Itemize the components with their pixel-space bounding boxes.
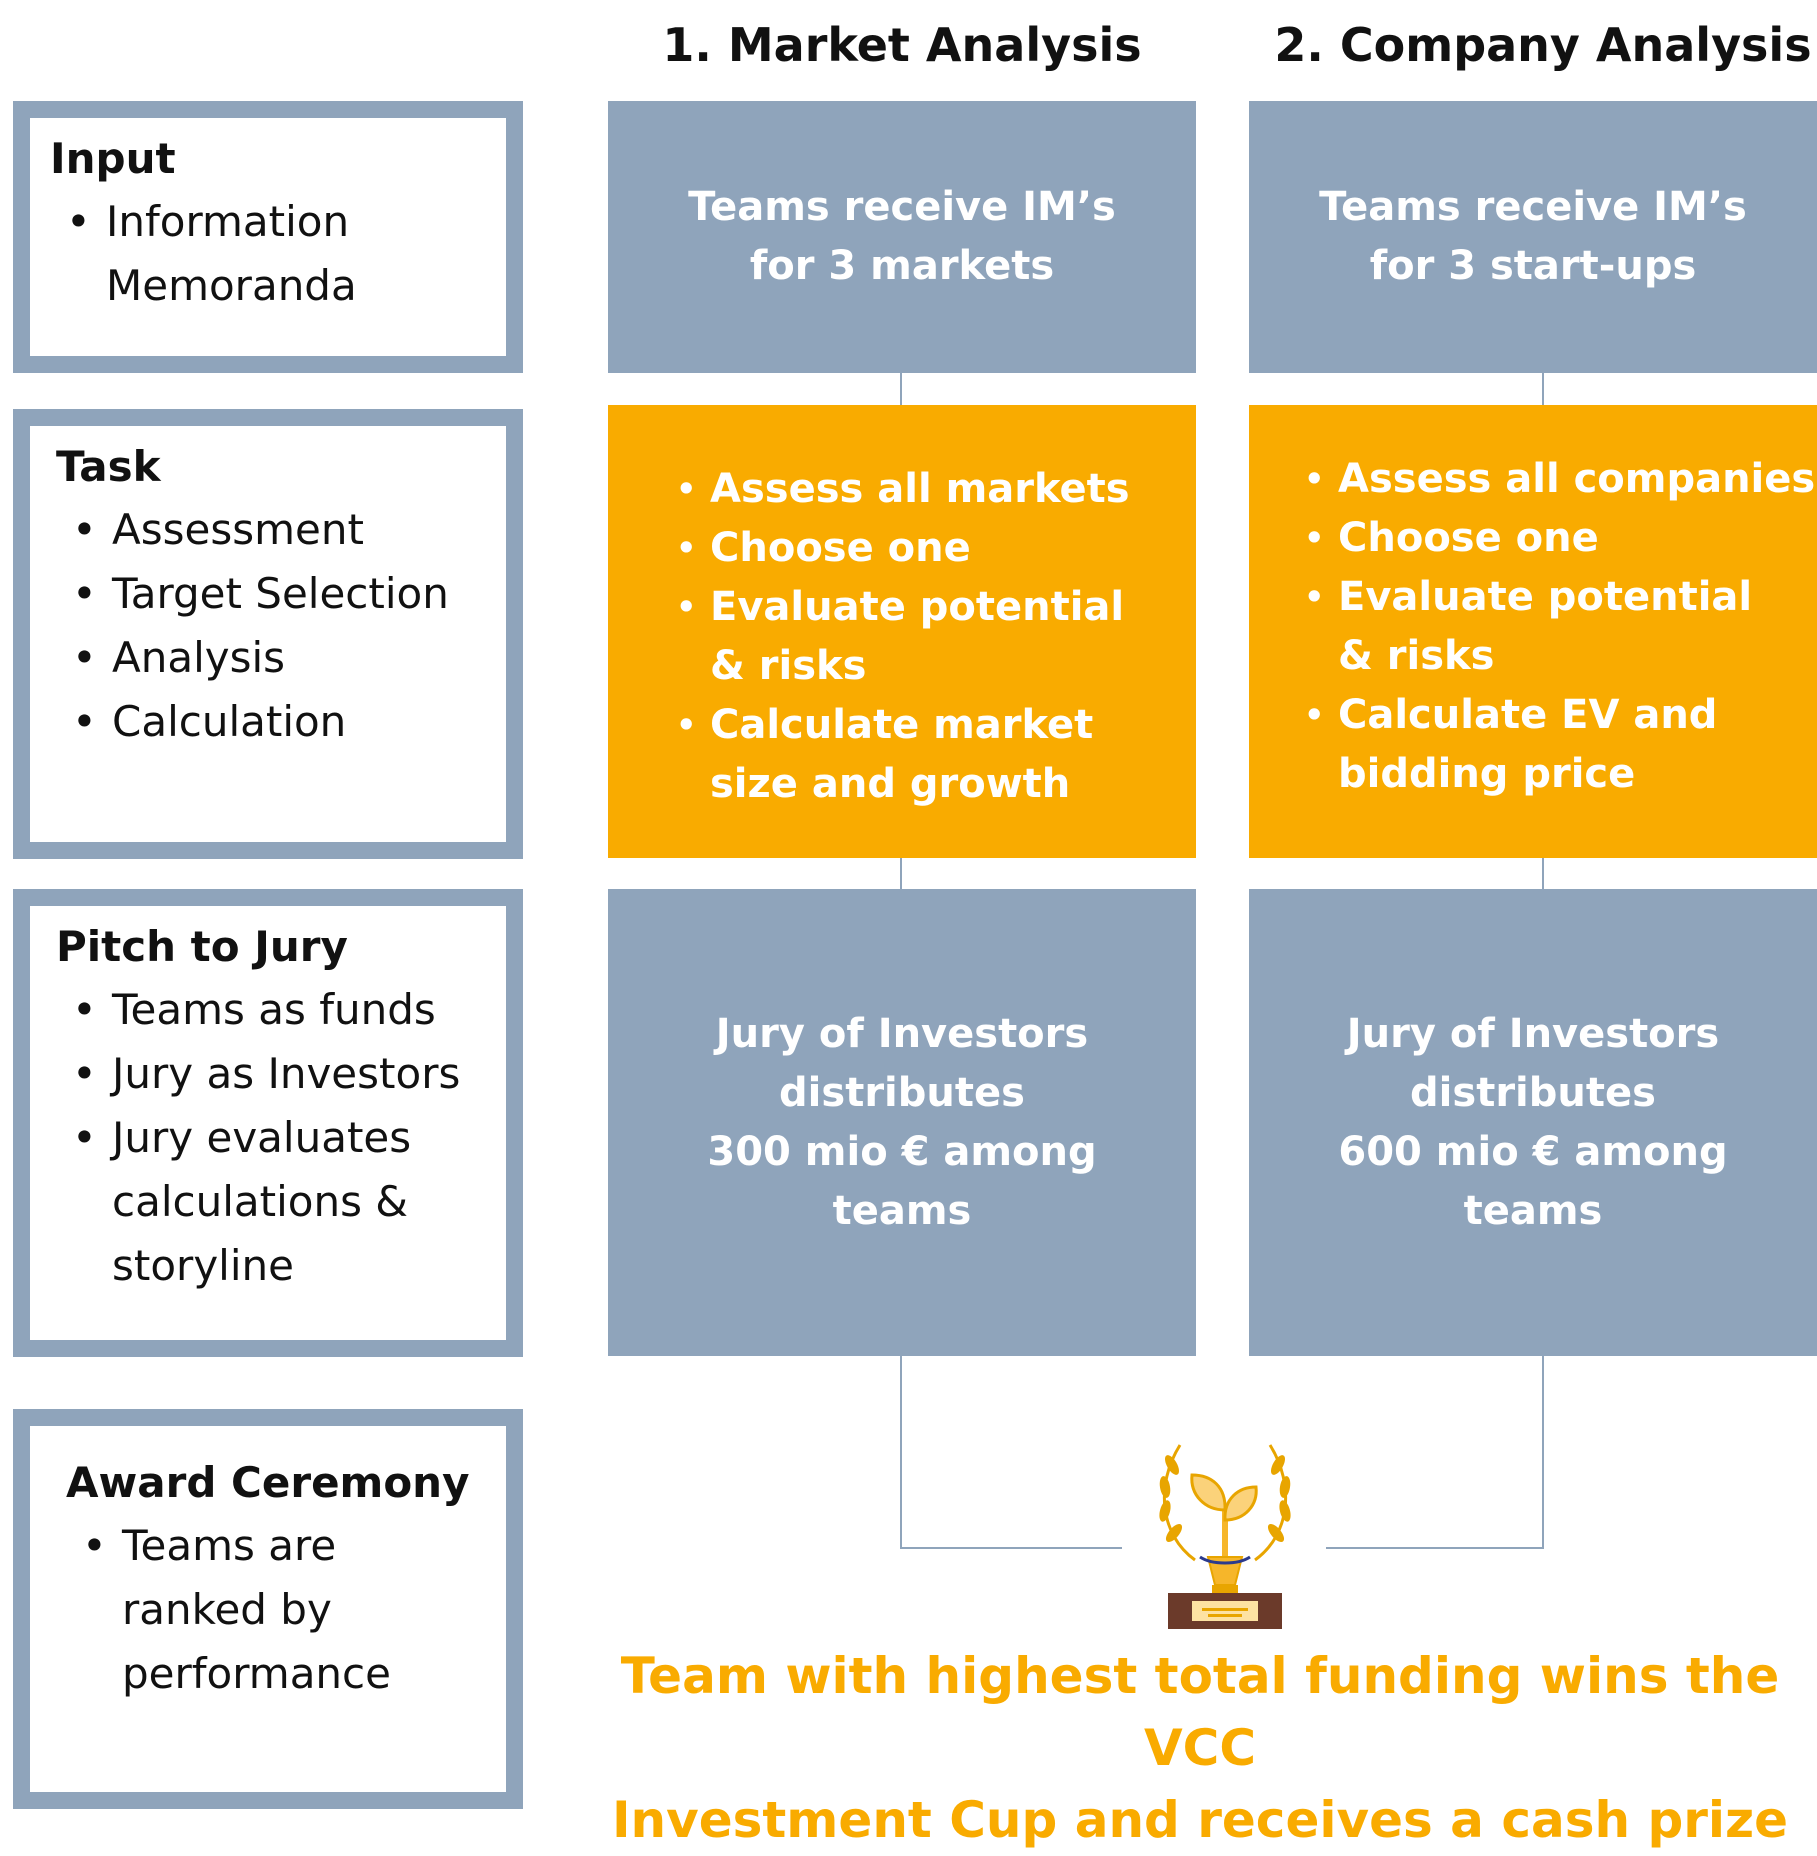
connector-market-2 <box>900 858 902 890</box>
company-task-list: Assess all companies Choose one Evaluate… <box>1249 450 1817 804</box>
stage-task-list: Assessment Target Selection Analysis Cal… <box>56 498 486 754</box>
footer-line-1: Team with highest total funding wins the… <box>620 1647 1780 1777</box>
card-line: Teams receive IM’s <box>688 184 1116 230</box>
card-line: Jury of Investors <box>715 1010 1089 1057</box>
stage-input-title: Input <box>50 134 176 183</box>
company-input-card: Teams receive IM’s for 3 start-ups <box>1249 101 1817 373</box>
card-line: distributes <box>1410 1069 1656 1116</box>
company-pitch-card: Jury of Investors distributes 600 mio € … <box>1249 889 1817 1356</box>
column-heading-market: 1. Market Analysis <box>662 18 1142 72</box>
market-task-card: Assess all markets Choose one Evaluate p… <box>608 405 1196 858</box>
list-item: Choose one <box>676 519 1196 578</box>
stage-award-title: Award Ceremony <box>66 1458 470 1507</box>
connector-market-to-trophy <box>900 1547 1122 1549</box>
list-item: Assess all markets <box>676 460 1196 519</box>
stage-award-box: Award Ceremony Teams are ranked by perfo… <box>13 1409 523 1809</box>
stage-task-box: Task Assessment Target Selection Analysi… <box>13 409 523 859</box>
market-pitch-card: Jury of Investors distributes 300 mio € … <box>608 889 1196 1356</box>
card-line: teams <box>832 1187 972 1234</box>
list-item: Teams as funds <box>72 978 486 1042</box>
list-item: Analysis <box>72 626 486 690</box>
connector-market-1 <box>900 372 902 406</box>
connector-company-3 <box>1542 1355 1544 1549</box>
column-heading-company: 2. Company Analysis <box>1274 18 1812 72</box>
card-line: 300 mio € among <box>707 1128 1097 1175</box>
stage-pitch-list: Teams as funds Jury as Investors Jury ev… <box>56 978 486 1298</box>
list-item: Evaluate potential & risks <box>676 578 1130 696</box>
market-task-list: Assess all markets Choose one Evaluate p… <box>608 460 1196 814</box>
list-item: Target Selection <box>72 562 486 626</box>
market-input-card: Teams receive IM’s for 3 markets <box>608 101 1196 373</box>
card-line: teams <box>1463 1187 1603 1234</box>
list-item: Choose one <box>1304 509 1817 568</box>
stage-input-list: Information Memoranda <box>50 190 486 318</box>
stage-input-box: Input Information Memoranda <box>13 101 523 373</box>
list-item: Teams are ranked by performance <box>82 1514 412 1706</box>
card-line: Teams receive IM’s <box>1319 184 1747 230</box>
connector-company-2 <box>1542 858 1544 890</box>
stage-pitch-box: Pitch to Jury Teams as funds Jury as Inv… <box>13 889 523 1357</box>
list-item: Assess all companies <box>1304 450 1817 509</box>
card-line: for 3 start-ups <box>1369 243 1697 289</box>
footer-line-2: Investment Cup and receives a cash prize <box>611 1791 1789 1849</box>
footer-text: Team with highest total funding wins the… <box>600 1640 1800 1856</box>
list-item: Calculate EV and bidding price <box>1304 686 1738 804</box>
card-line: Jury of Investors <box>1346 1010 1720 1057</box>
stage-task-title: Task <box>56 442 161 491</box>
list-item: Information Memoranda <box>66 190 406 318</box>
stage-award-list: Teams are ranked by performance <box>66 1514 486 1706</box>
connector-company-to-trophy <box>1326 1547 1544 1549</box>
connector-company-1 <box>1542 372 1544 406</box>
card-line: for 3 markets <box>749 243 1055 289</box>
list-item: Calculation <box>72 690 486 754</box>
list-item: Assessment <box>72 498 486 562</box>
stage-pitch-title: Pitch to Jury <box>56 922 348 971</box>
list-item: Jury as Investors <box>72 1042 486 1106</box>
card-line: 600 mio € among <box>1338 1128 1728 1175</box>
list-item: Calculate market size and growth <box>676 696 1130 814</box>
list-item: Evaluate potential & risks <box>1304 568 1788 686</box>
card-line: distributes <box>779 1069 1025 1116</box>
list-item: Jury evaluates calculations & storyline <box>72 1106 432 1298</box>
trophy-icon <box>1159 1444 1291 1629</box>
company-task-card: Assess all companies Choose one Evaluate… <box>1249 405 1817 858</box>
connector-market-3 <box>900 1355 902 1549</box>
